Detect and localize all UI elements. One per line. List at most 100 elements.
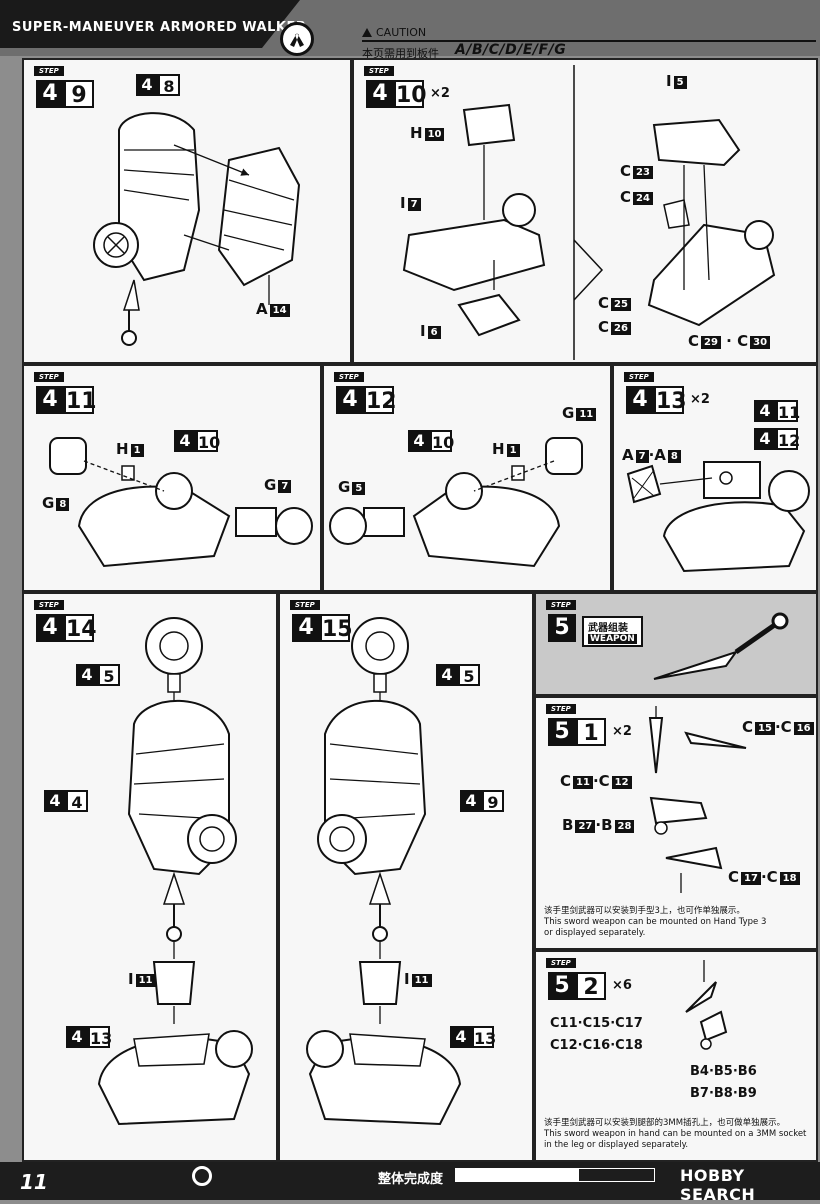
step-number: 5 [548, 614, 576, 642]
kunai-drawing [653, 612, 789, 680]
brand-logo-icon [192, 1166, 212, 1186]
shuriken-assembly-drawing [648, 706, 747, 893]
step-5-2-note: 该手里剑武器可以安装到腿部的3MM插孔上，也可做单独展示。 This sword… [544, 1118, 807, 1150]
step-tag: STEP [546, 958, 576, 968]
step-tag: STEP [546, 704, 576, 714]
step-tag: STEP [34, 600, 64, 610]
parts-note: 本页需用到板件 [362, 47, 439, 60]
parts-row-3: B4·B5·B6 [690, 1064, 757, 1079]
weapon-title-box: 武器组装 WEAPON [582, 616, 643, 647]
parts-row-2: C12·C16·C18 [550, 1038, 643, 1053]
leg-upper-drawing [93, 112, 301, 346]
quantity-multiplier: ×2 [690, 392, 710, 407]
step-tag: STEP [34, 372, 64, 382]
step-tag: STEP [546, 600, 576, 610]
step-5-1-note: 该手里剑武器可以安装到手型3上，也可作单独展示。 This sword weap… [544, 906, 767, 938]
full-leg-drawing [97, 617, 253, 1126]
footer-band [0, 1162, 820, 1200]
foot-assembly-drawing [329, 437, 583, 568]
plate-list: A/B/C/D/E/F/G [455, 42, 567, 58]
quantity-multiplier: ×2 [612, 724, 632, 739]
parts-row-4: B7·B8·B9 [690, 1086, 757, 1101]
caution-label: CAUTION [362, 26, 426, 39]
parts-row-1: C11·C15·C17 [550, 1016, 643, 1031]
progress-label: 整体完成度 [378, 1172, 444, 1187]
foot-assembly-drawing [49, 437, 313, 568]
knee-drawing [402, 65, 776, 360]
step-tag: STEP [624, 372, 654, 382]
full-leg-drawing [306, 617, 462, 1126]
progress-fill [456, 1169, 579, 1181]
progress-bar [455, 1168, 655, 1182]
step-tag: STEP [290, 600, 320, 610]
title-tab [0, 0, 300, 48]
weapon-title-en: WEAPON [588, 634, 637, 644]
watermark: HOBBY SEARCH [680, 1166, 756, 1204]
manual-title: SUPER-MANEUVER ARMORED WALKER [12, 20, 307, 35]
header-divider [362, 40, 816, 42]
step-tag: STEP [34, 66, 64, 76]
step-5-weapon-panel: STEP 5 武器组装 WEAPON [534, 592, 818, 696]
quantity-multiplier: ×6 [612, 978, 632, 993]
foot-assembly-drawing [626, 461, 810, 573]
page-number: 11 [20, 1170, 48, 1194]
kunai-assembly-drawing [685, 960, 728, 1050]
warning-icon [362, 28, 372, 37]
quantity-multiplier: ×2 [430, 86, 450, 101]
step-tag: STEP [334, 372, 364, 382]
weapon-title-cn: 武器组装 [588, 623, 628, 634]
nipper-icon [280, 22, 314, 56]
step-tag: STEP [364, 66, 394, 76]
